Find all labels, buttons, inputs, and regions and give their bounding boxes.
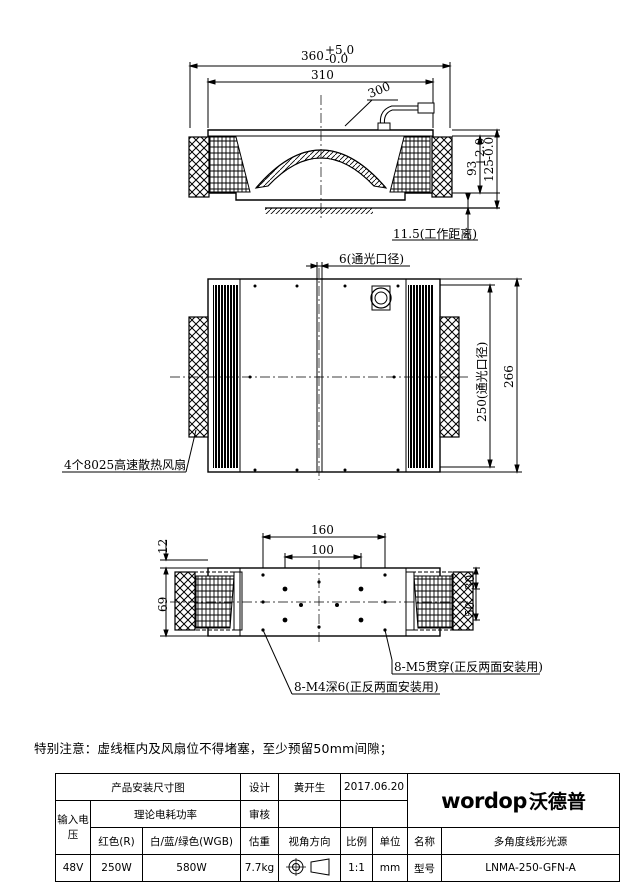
- voltage-value: 48V: [55, 854, 91, 882]
- fan-note: 4个8025高速散热风扇: [64, 457, 186, 472]
- review-label: 审核: [240, 800, 280, 828]
- working-distance: 11.5(工作距离): [393, 226, 477, 241]
- dim-width: 310: [311, 68, 334, 82]
- dim-height: 93: [465, 161, 479, 176]
- m4-note: 8-M4深6(正反两面安装用): [294, 679, 439, 694]
- dim-total-height: 125: [482, 159, 496, 182]
- reviewer: [278, 800, 342, 828]
- unit-value: mm: [372, 854, 409, 882]
- projection-icon: [285, 857, 330, 876]
- weight-label: 估重: [240, 827, 280, 855]
- input-voltage-label: 输入电压: [55, 800, 91, 855]
- view-direction-label: 视角方向: [278, 827, 342, 855]
- design-label: 设计: [240, 773, 280, 801]
- aperture-width: 6(通光口径): [339, 252, 404, 266]
- dim-100: 100: [311, 543, 334, 557]
- unit-label: 单位: [372, 827, 409, 855]
- logo-text: wordop: [441, 789, 527, 813]
- dim-overall: 360: [301, 49, 324, 63]
- tol-overall-lower: -0.0: [325, 52, 348, 66]
- aperture-length: 250(通光口径): [475, 342, 489, 422]
- projection-symbol-icon: [278, 854, 342, 882]
- tol-overall-upper: +5.0: [325, 43, 354, 57]
- review-date: [340, 800, 409, 828]
- dim-length: 266: [502, 365, 516, 388]
- drawing-date: 2017.06.20: [340, 773, 409, 801]
- special-note: 特别注意：虚线框内及风扇位不得堵塞，至少预留50mm间隙；: [34, 741, 393, 756]
- dim-69: 69: [156, 597, 170, 612]
- power-label: 理论电耗功率: [89, 800, 242, 828]
- wgb-label: 白/蓝/绿色(WGB): [141, 827, 242, 855]
- scale-label: 比例: [340, 827, 374, 855]
- tol-height-upper: +2.0: [473, 138, 487, 167]
- drawing-title: 产品安装尺寸图: [54, 773, 242, 801]
- model-label: 型号: [407, 854, 443, 882]
- name-label: 名称: [407, 827, 443, 855]
- model-value: LNMA-250-GFN-A: [441, 854, 621, 882]
- bottom-view: [160, 533, 540, 695]
- weight-value: 7.7kg: [240, 854, 280, 882]
- designer: 黄开生: [278, 773, 342, 801]
- top-view: [62, 262, 522, 480]
- product-name: 多角度线形光源: [441, 827, 621, 855]
- dim-30: 30: [463, 575, 477, 590]
- dim-160: 160: [311, 523, 334, 537]
- wgb-power-value: 580W: [141, 854, 242, 882]
- red-label: 红色(R): [90, 827, 143, 855]
- logo-cn: 沃德普: [528, 791, 586, 813]
- m5-note: 8-M5贯穿(正反两面安装用): [394, 659, 543, 674]
- scale-value: 1:1: [340, 854, 374, 882]
- front-view: [188, 62, 500, 241]
- red-power-value: 250W: [90, 854, 143, 882]
- dim-12: 12: [156, 539, 170, 554]
- tol-height-lower: -0.0: [482, 137, 496, 160]
- dim-50: 50: [463, 602, 477, 617]
